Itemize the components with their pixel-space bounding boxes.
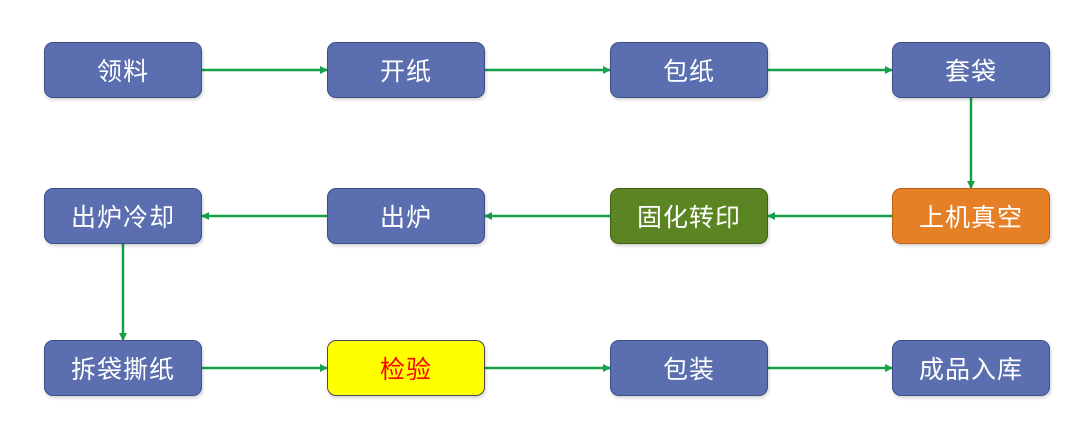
node-taodai: 套袋	[892, 42, 1050, 98]
node-jianyan: 检验	[327, 340, 485, 396]
node-chulu-lengque: 出炉冷却	[44, 188, 202, 244]
node-shangji-zhenkong: 上机真空	[892, 188, 1050, 244]
node-baozhuang: 包装	[610, 340, 768, 396]
node-guhua-zhuanyin: 固化转印	[610, 188, 768, 244]
node-chaidai-sizhi: 拆袋撕纸	[44, 340, 202, 396]
node-chulu: 出炉	[327, 188, 485, 244]
node-lingliao: 领料	[44, 42, 202, 98]
node-baozhi: 包纸	[610, 42, 768, 98]
node-chengpin-ruku: 成品入库	[892, 340, 1050, 396]
node-kaizhi: 开纸	[327, 42, 485, 98]
